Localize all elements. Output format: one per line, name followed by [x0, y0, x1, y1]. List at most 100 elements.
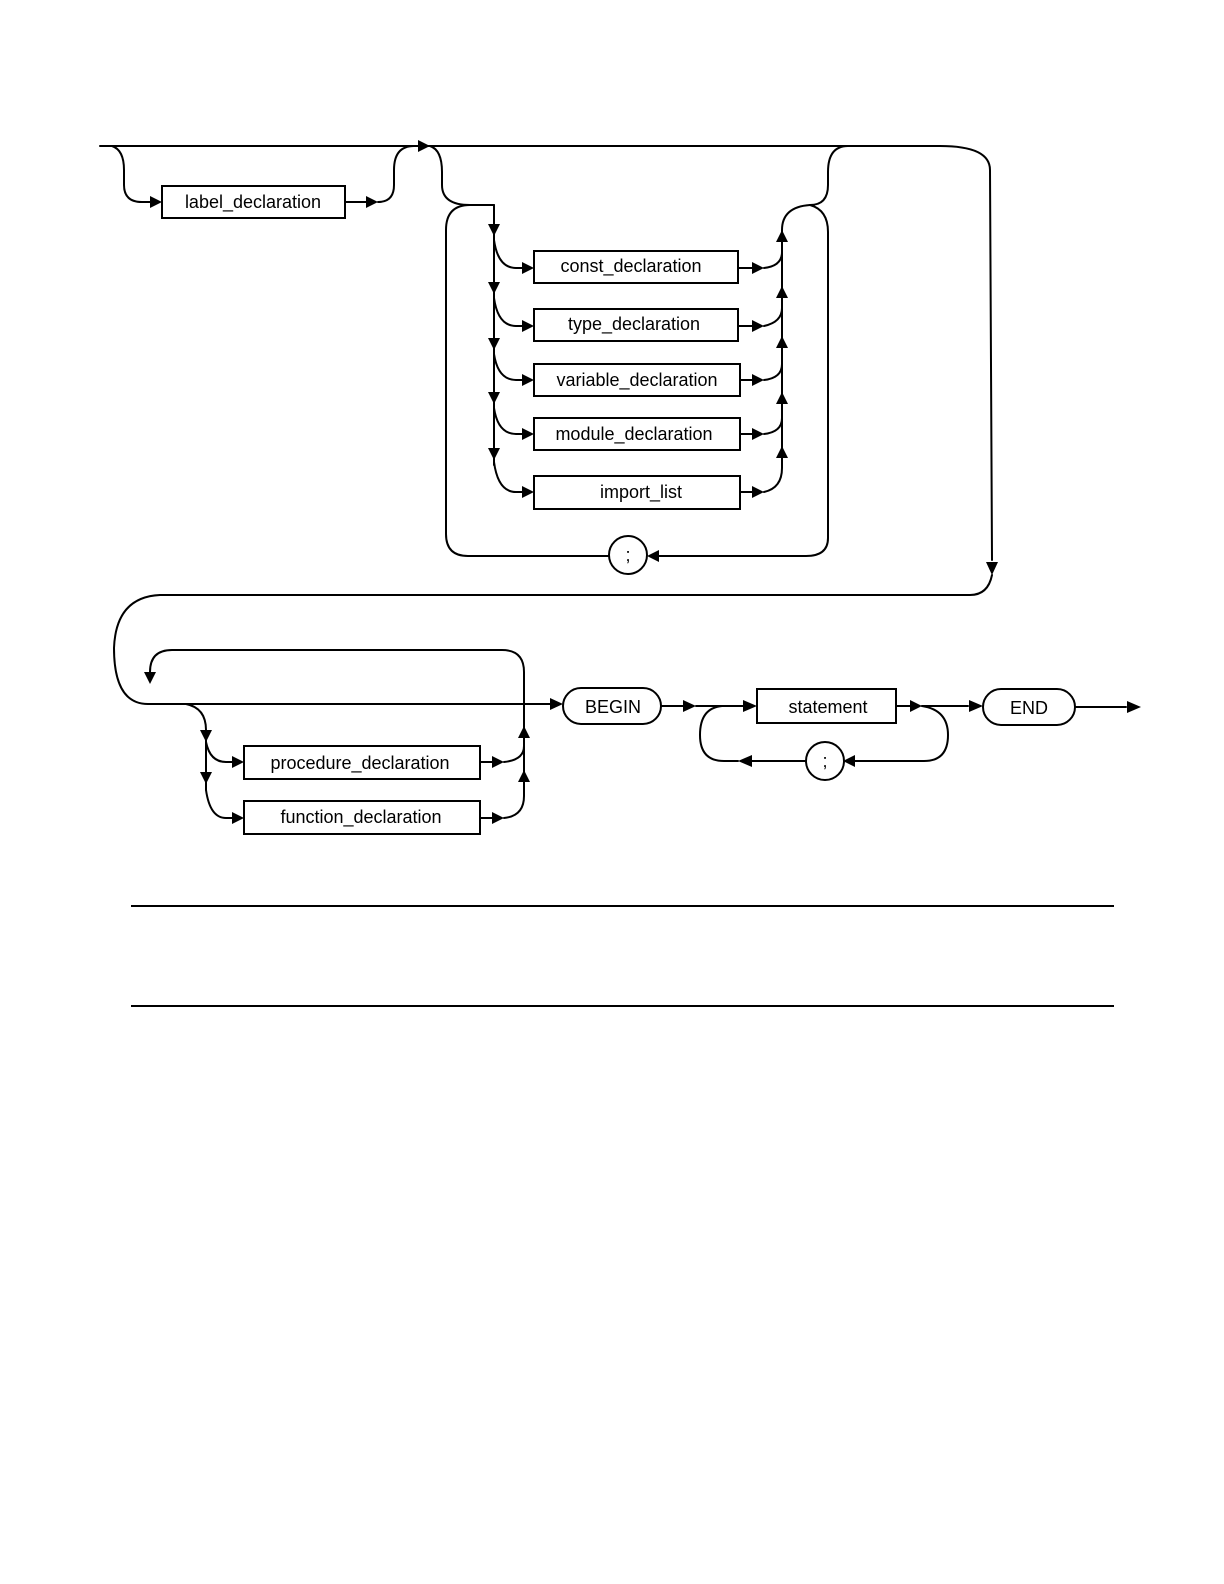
- end-node: END: [982, 688, 1076, 726]
- arrow-proc-rail-2: [200, 772, 212, 784]
- function-declaration-node: function_declaration: [243, 800, 481, 835]
- repeat-loop-left: [445, 204, 610, 557]
- const-declaration-box: [533, 250, 739, 284]
- decl-top-line: [427, 145, 993, 561]
- label-bypass-out: [377, 145, 415, 203]
- loop-exit: [809, 145, 849, 206]
- arrow-end-in: [969, 700, 983, 712]
- label-declaration-node: label_declaration: [161, 185, 346, 219]
- type-declaration-box: [533, 308, 739, 342]
- arrow-const-out: [752, 262, 764, 274]
- procedure-declaration-text: procedure_declaration: [270, 753, 449, 774]
- arrow-module-in: [522, 428, 534, 440]
- arrow-right-rail-4: [776, 392, 788, 404]
- arrow-begin-in: [550, 698, 563, 710]
- arrow-statement-out: [910, 700, 922, 712]
- arrow-variable-in: [522, 374, 534, 386]
- loop-entry: [429, 145, 495, 206]
- arrow-right-rail-5: [776, 446, 788, 458]
- procedure-in: [205, 741, 233, 763]
- label-bypass-in: [111, 145, 151, 203]
- arrow-left-rail-1: [488, 224, 500, 236]
- type-declaration-node: type_declaration: [533, 308, 739, 342]
- import-list-box: [533, 475, 741, 510]
- arrow-proc-merge-1: [518, 726, 530, 738]
- const-declaration-node: const_declaration: [533, 250, 739, 284]
- proc-loop-top: [149, 649, 525, 731]
- label-declaration-section: [99, 140, 430, 208]
- arrow-left-rail-5: [488, 448, 500, 460]
- procedure-declaration-node: procedure_declaration: [243, 745, 481, 780]
- type-declaration-text: type_declaration: [568, 314, 700, 335]
- arrow-decl-bypass-down: [986, 562, 998, 575]
- arrow-import-out: [752, 486, 764, 498]
- statement-box: [756, 688, 897, 724]
- arrow-statement-repeat: [738, 755, 752, 767]
- arrow-proc-merge-2: [518, 770, 530, 782]
- arrow-statement-in: [743, 700, 757, 712]
- variable-declaration-text: variable_declaration: [556, 370, 717, 391]
- statement-node: statement: [756, 688, 897, 724]
- arrow-label-in: [150, 196, 162, 208]
- body-section: [113, 594, 1141, 824]
- arrow-type-out: [752, 320, 764, 332]
- merge-variable: [763, 363, 783, 381]
- variable-declaration-node: variable_declaration: [533, 363, 741, 397]
- branch-type-in: [493, 297, 523, 327]
- arrow-function-out: [492, 812, 504, 824]
- begin-terminal: [562, 687, 662, 725]
- label-declaration-box: [161, 185, 346, 219]
- arrow-repeat-semicolon: [647, 550, 659, 562]
- function-declaration-box: [243, 800, 481, 835]
- body-entry-curve: [113, 594, 161, 705]
- right-rail: [763, 204, 811, 493]
- arrow-statement-semicolon: [843, 755, 855, 767]
- semicolon-declarations-node: ;: [608, 535, 648, 575]
- branch-import-in: [493, 461, 523, 493]
- import-list-text: import_list: [600, 482, 682, 503]
- arrow-left-rail-4: [488, 392, 500, 404]
- arrow-exit: [1127, 701, 1141, 713]
- proc-branch-rail: [185, 703, 207, 791]
- proc-merge-rail: [503, 729, 525, 819]
- end-text: END: [1010, 698, 1048, 718]
- arrow-left-rail-3: [488, 338, 500, 350]
- module-declaration-text: module_declaration: [555, 424, 712, 445]
- label-declaration-text: label_declaration: [185, 192, 321, 213]
- semicolon-declarations-text: ;: [625, 545, 630, 565]
- branch-module-in: [493, 407, 523, 435]
- procedure-declaration-box: [243, 745, 481, 780]
- statement-loop-right: [851, 705, 949, 762]
- arrow-procedure-in: [232, 756, 244, 768]
- arrow-type-in: [522, 320, 534, 332]
- arrow-begin-out: [683, 700, 696, 712]
- arrow-const-in: [522, 262, 534, 274]
- merge-module: [763, 417, 783, 435]
- arrow-variable-out: [752, 374, 764, 386]
- proc-merge: [503, 745, 525, 763]
- declaration-loop: [159, 145, 998, 596]
- merge-const: [763, 251, 783, 269]
- statement-loop-return: [699, 705, 739, 762]
- arrow-decl-entry: [418, 140, 430, 152]
- decl-bypass-bottom: [159, 574, 993, 596]
- semicolon-statements-circle: [805, 741, 845, 781]
- arrow-right-rail-2: [776, 286, 788, 298]
- variable-declaration-box: [533, 363, 741, 397]
- statement-text: statement: [788, 697, 867, 717]
- module-declaration-node: module_declaration: [533, 417, 741, 451]
- arrow-right-rail-1: [776, 230, 788, 242]
- branch-variable-in: [493, 353, 523, 381]
- end-terminal: [982, 688, 1076, 726]
- import-list-node: import_list: [533, 475, 741, 510]
- arrow-import-in: [522, 486, 534, 498]
- arrow-proc-loop-down: [144, 672, 156, 684]
- function-in: [205, 789, 233, 819]
- arrow-label-out: [366, 196, 378, 208]
- begin-text: BEGIN: [585, 697, 641, 717]
- arrow-left-rail-2: [488, 282, 500, 294]
- arrow-procedure-out: [492, 756, 504, 768]
- arrow-proc-rail-1: [200, 730, 212, 742]
- semicolon-declarations-circle: [608, 535, 648, 575]
